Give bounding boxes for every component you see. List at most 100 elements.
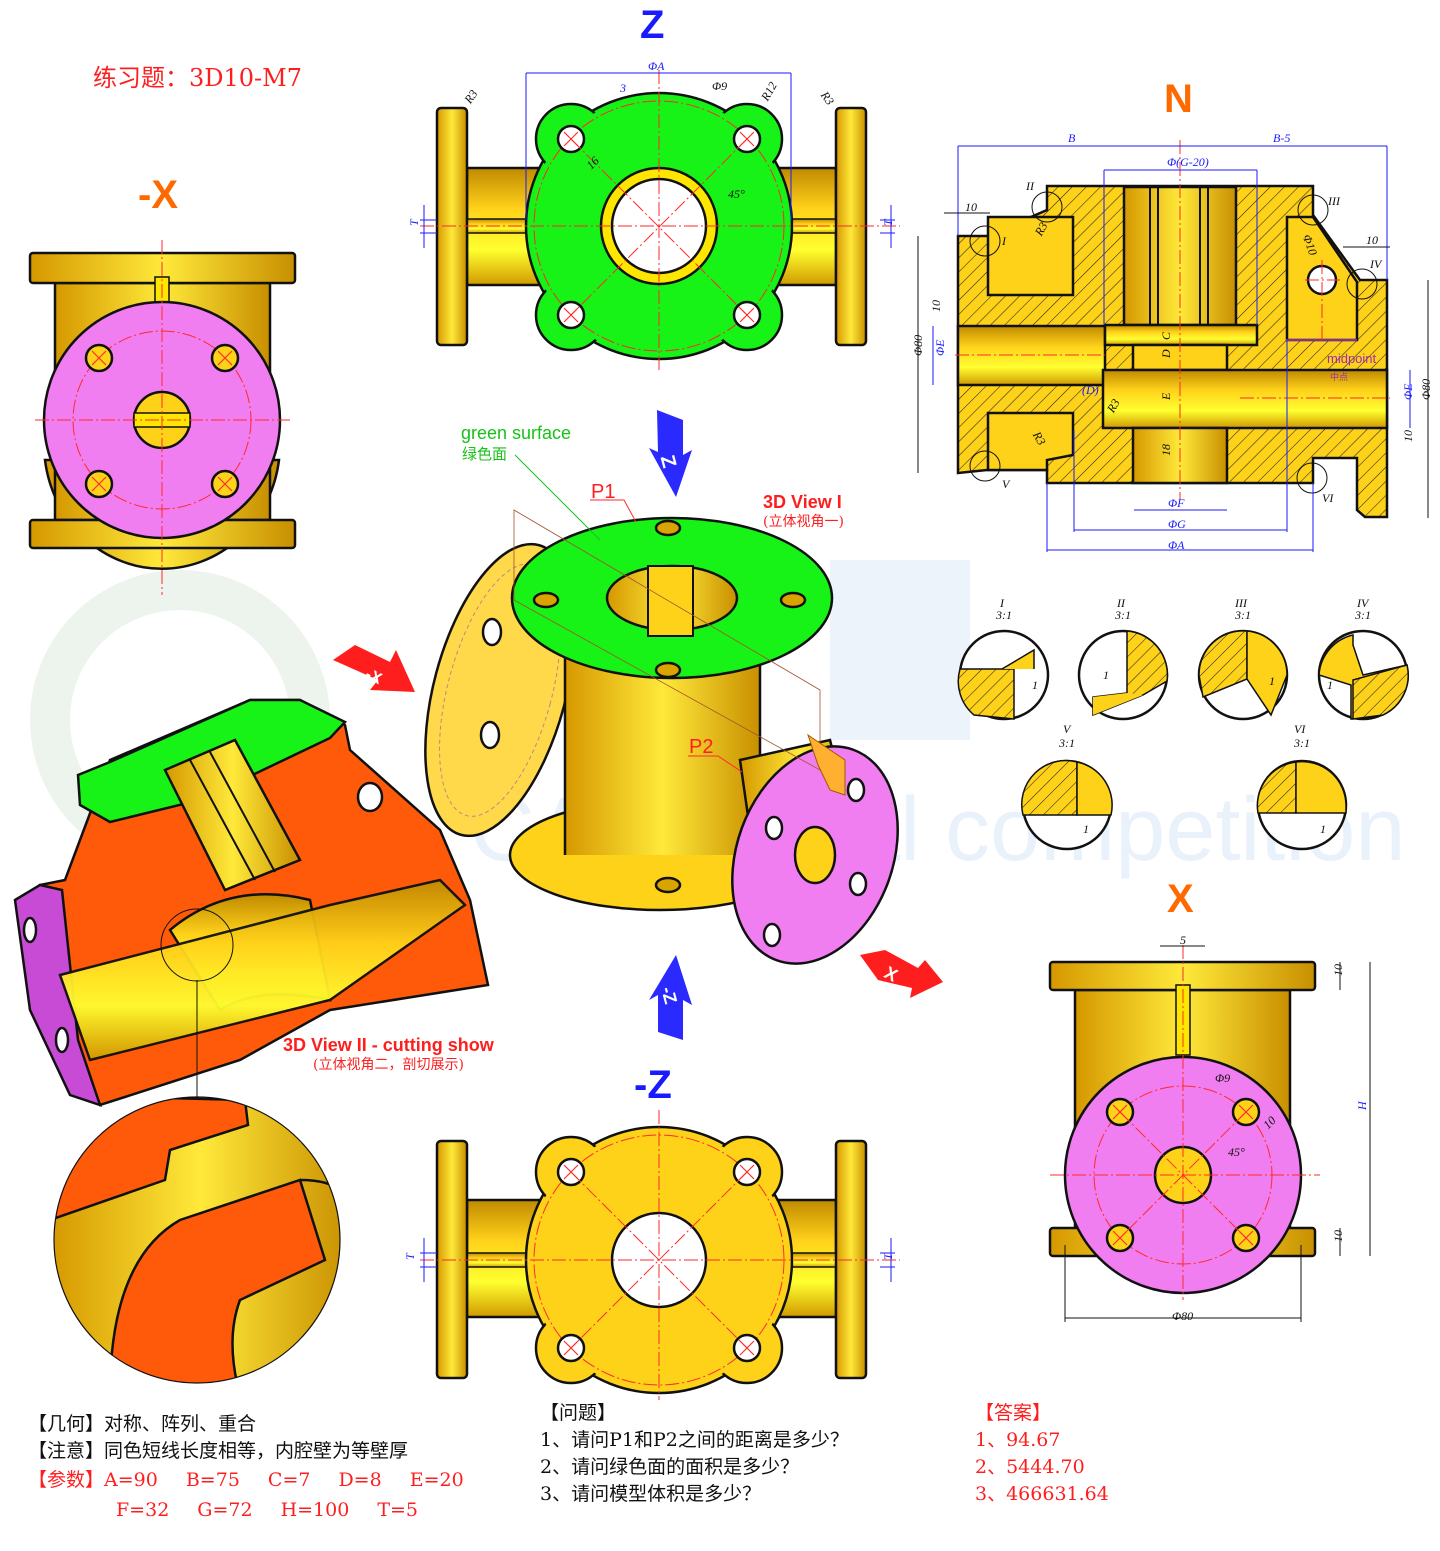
detail-vi: VI 3:1 1	[1256, 722, 1348, 851]
dim-phi-a-section: ΦA	[1168, 538, 1185, 552]
geometry-text: 对称、阵列、重合	[104, 1413, 257, 1435]
dim-e: E	[1159, 392, 1173, 401]
param-t: T=5	[377, 1499, 419, 1521]
dim-10-top: 10	[1331, 964, 1345, 976]
dim-phi9: Φ9	[712, 79, 727, 93]
dim-phi80-left: Φ80	[911, 335, 925, 356]
view-label-z: Z	[640, 3, 664, 47]
dim-phi80-x: Φ80	[1172, 1309, 1193, 1323]
dim-r3-c: R3	[1029, 428, 1048, 447]
view-label-n: N	[1164, 77, 1193, 121]
drawing-label: 1	[1103, 668, 1109, 682]
detail-ii: II 3:1 1	[1077, 596, 1169, 721]
dim-18: 18	[1159, 444, 1173, 456]
detail-iii: III 3:1 1	[1197, 596, 1289, 721]
section-view-n: B B-5 Φ(G-20) 10 10 R3 R3 R3 Φ10 10 ΦE Φ…	[911, 131, 1433, 552]
drawing-label: III	[1234, 596, 1248, 610]
arrow-x: X	[860, 950, 943, 998]
dim-r3-right: R3	[817, 88, 837, 108]
dim-10-left: 10	[965, 200, 977, 214]
marker-iii: III	[1327, 194, 1341, 208]
drawing-label: 1	[1083, 822, 1089, 836]
dim-phi9-x: Φ9	[1215, 1071, 1230, 1085]
dim-t-right: T	[881, 218, 895, 226]
detail-iv: IV 3:1 1	[1317, 596, 1409, 721]
param-a: A=90	[104, 1469, 158, 1491]
exercise-title: 练习题：3D10-M7	[93, 64, 303, 92]
dim-phi80-right: Φ80	[1419, 379, 1433, 400]
questions-header: 【问题】	[540, 1402, 617, 1424]
dim-phi-f: ΦF	[1168, 496, 1185, 510]
dim-h: H	[1355, 1100, 1369, 1111]
param-e: E=20	[409, 1469, 464, 1491]
dim-phi-a: ΦA	[648, 59, 665, 73]
arrow-minus-x: -X	[333, 645, 415, 692]
dim-10-right: 10	[1366, 233, 1378, 247]
side-view-minus-x	[28, 240, 297, 595]
param-g: G=72	[197, 1499, 253, 1521]
dim-phi-e-right: ΦE	[1401, 383, 1415, 400]
question-3: 3、请问模型体积是多少？	[540, 1483, 762, 1505]
arrow-small-z	[807, 733, 846, 796]
answers-block: 【答案】 1、94.67 2、5444.70 3、466631.64	[975, 1400, 1109, 1508]
question-1: 1、请问P1和P2之间的距离是多少？	[540, 1429, 849, 1451]
dim-r12: R12	[758, 79, 780, 104]
dim-t-left-bottom: T	[403, 1252, 417, 1260]
dim-10-vertical-right: 10	[1401, 430, 1415, 442]
label-3d-view-2: 3D View II - cutting show	[283, 1035, 495, 1055]
param-b: B=75	[185, 1469, 240, 1491]
dim-d: D	[1159, 349, 1173, 359]
notes-block: 【几何】对称、阵列、重合 【注意】同色短线长度相等，内腔壁为等壁厚 【参数】A=…	[28, 1411, 492, 1524]
midpoint-label-cn: 中点	[1330, 371, 1348, 383]
dim-45deg: 45°	[728, 187, 745, 201]
marker-v: V	[1002, 477, 1011, 491]
dim-3: 3	[619, 81, 626, 95]
drawing-label: I	[999, 596, 1005, 610]
drawing-label: V	[1063, 722, 1072, 736]
drawing-label: 3:1	[1293, 736, 1310, 750]
dim-r3-a: R3	[1031, 220, 1050, 239]
answer-2: 2、5444.70	[975, 1456, 1085, 1478]
drawing-label: -X	[363, 666, 385, 688]
view-label-x: X	[1167, 877, 1194, 921]
notice-label: 【注意】	[28, 1440, 105, 1462]
geometry-label: 【几何】	[28, 1413, 105, 1435]
dim-d-paren: (D)	[1082, 383, 1099, 397]
param-d: D=8	[338, 1469, 382, 1491]
drawing-label: 1	[1032, 678, 1038, 692]
dim-t-right-bottom: T	[881, 1252, 895, 1260]
questions-block: 【问题】 1、请问P1和P2之间的距离是多少？ 2、请问绿色面的面积是多少？ 3…	[540, 1400, 849, 1508]
drawing-label: 3:1	[1114, 608, 1131, 622]
dim-5: 5	[1180, 933, 1186, 947]
drawing-label: 3:1	[1354, 608, 1371, 622]
marker-iv: IV	[1369, 257, 1383, 271]
drawing-label: II	[1116, 596, 1126, 610]
drawing-label: 1	[1320, 822, 1326, 836]
midpoint-label: midpoint	[1327, 351, 1377, 366]
label-3d-view-1: 3D View I	[763, 492, 842, 512]
label-p2: P2	[689, 736, 713, 758]
drawing-label: -Z	[657, 984, 681, 1006]
drawing-label: 1	[1269, 674, 1275, 688]
top-view-z: ΦA 3 Φ9 R12 R3 R3 16 45° T T	[407, 59, 900, 370]
drawing-label: 3:1	[995, 608, 1012, 622]
marker-ii: II	[1025, 179, 1035, 193]
answers-header: 【答案】	[975, 1402, 1052, 1424]
drawing-label: 3:1	[1058, 736, 1075, 750]
answer-3: 3、466631.64	[975, 1483, 1109, 1505]
view-label-minus-z: -Z	[634, 1063, 672, 1107]
drawing-label: 3:1	[1234, 608, 1251, 622]
marker-vi: VI	[1322, 491, 1334, 505]
dim-phi10: Φ10	[1300, 232, 1320, 257]
detail-v: V 3:1 1	[1020, 722, 1113, 851]
drawing-label: 1	[1327, 678, 1333, 692]
dim-t-left: T	[407, 218, 421, 226]
detail-i: I 3:1 1	[957, 596, 1050, 721]
3d-view-1: green surface 绿色面 P1 P2 3D View I (立体视角一…	[424, 423, 899, 965]
arrow-z: Z	[649, 410, 692, 497]
view-label-minus-x: -X	[138, 173, 178, 217]
dim-10-bottom: 10	[1331, 1230, 1345, 1242]
question-2: 2、请问绿色面的面积是多少？	[540, 1456, 800, 1478]
dim-r3-b: R3	[1103, 396, 1122, 415]
dim-45deg-x: 45°	[1228, 1145, 1245, 1159]
